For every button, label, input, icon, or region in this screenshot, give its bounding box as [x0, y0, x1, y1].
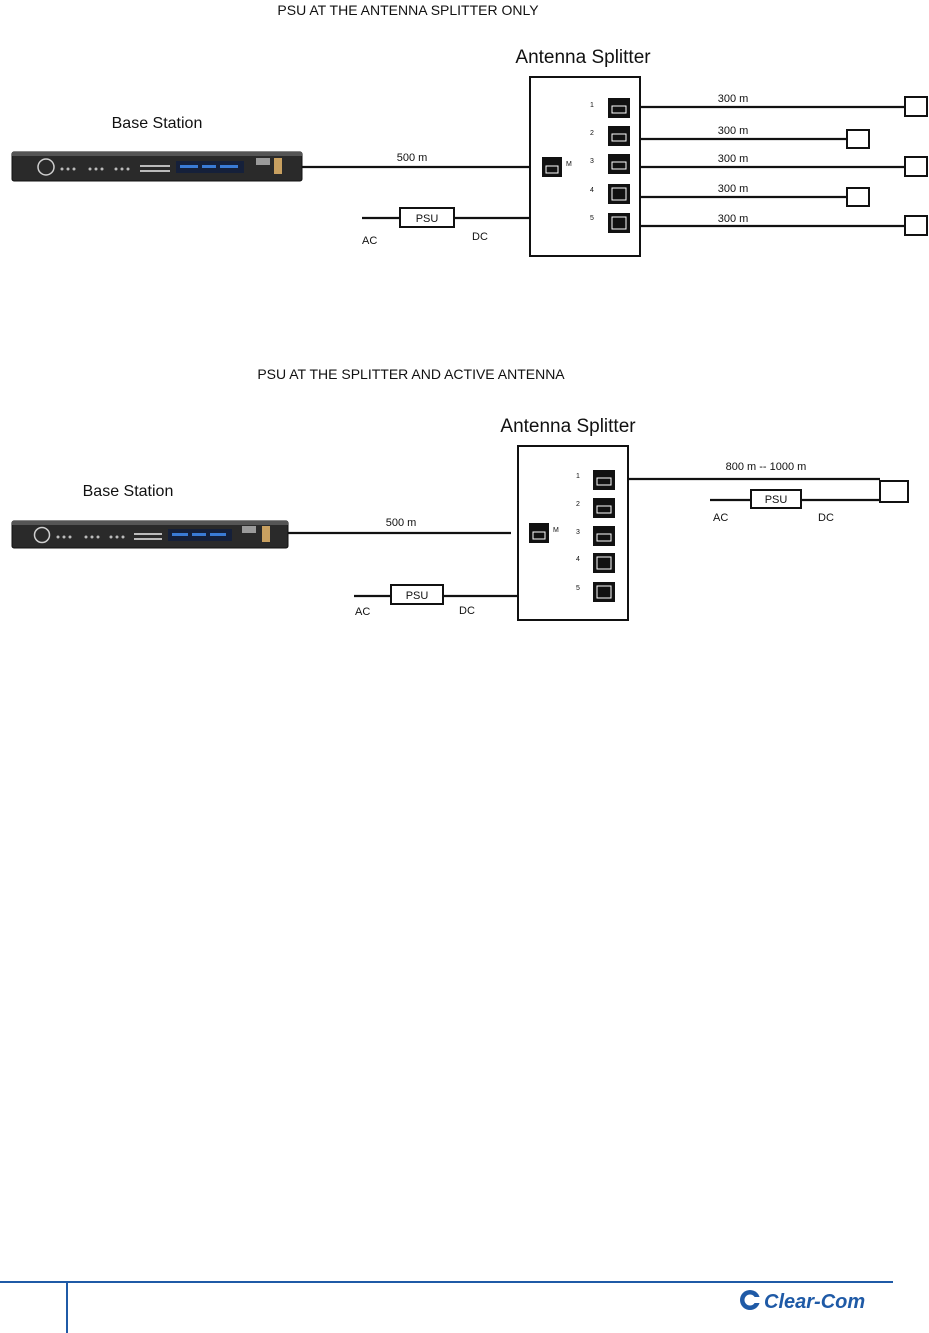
diagram2-psu-label: PSU: [406, 590, 429, 602]
clear-com-logo-icon: Clear-Com: [740, 1290, 865, 1313]
diagram2-master-port-icon: [529, 523, 549, 543]
diagram1-port-number: 2: [590, 130, 594, 137]
diagram1-branch-2: 300 m: [640, 125, 869, 148]
diagram2-port-jack-icon: [593, 498, 615, 518]
diagram1-antenna-icon: [905, 157, 927, 176]
diagram-psu-at-splitter-only: PSU AT THE ANTENNA SPLITTER ONLY Antenna…: [12, 2, 927, 256]
diagram1-port-number: 5: [590, 215, 594, 222]
diagram2-port-jack-icon: [593, 526, 615, 546]
diagram2-master-port-label: M: [553, 527, 559, 534]
diagram1-port-jack-icon: [608, 184, 630, 204]
diagram2-port-number: 5: [576, 585, 580, 592]
diagram1-branch-3: 300 m: [640, 153, 927, 176]
diagram1-branch-label: 300 m: [718, 183, 749, 195]
diagram2-port-number: 1: [576, 473, 580, 480]
diagram1-branch-5: 300 m: [640, 213, 927, 235]
diagram1-antenna-icon: [847, 130, 869, 148]
diagram1-port-number: 3: [590, 158, 594, 165]
diagram1-branch-1: 300 m: [640, 93, 927, 116]
diagram1-branch-4: 300 m: [640, 183, 869, 206]
diagram1-branch-label: 300 m: [718, 213, 749, 225]
diagram1-antenna-icon: [847, 188, 869, 206]
diagram2-antenna-dc-label: DC: [818, 512, 834, 524]
diagram1-ac-label: AC: [362, 235, 377, 247]
diagram1-branch-label: 300 m: [718, 153, 749, 165]
diagram1-port-number: 1: [590, 102, 594, 109]
diagram1-base-link-label: 500 m: [397, 152, 428, 164]
diagram2-port-number: 4: [576, 556, 580, 563]
page-footer: Clear-Com: [0, 1282, 893, 1333]
diagram2-base-station-label: Base Station: [83, 483, 174, 500]
diagram2-port-number: 3: [576, 529, 580, 536]
diagram2-dc-label: DC: [459, 605, 475, 617]
diagram1-master-port-label: M: [566, 161, 572, 168]
diagram-psu-at-splitter-and-active-antenna: PSU AT THE SPLITTER AND ACTIVE ANTENNA A…: [12, 366, 908, 620]
diagram1-base-station-logo-icon: [256, 158, 270, 165]
diagram2-antenna-psu-label: PSU: [765, 494, 788, 506]
diagram2-base-link-label: 500 m: [386, 517, 417, 529]
diagram1-port-jack-icon: [608, 98, 630, 118]
diagram2-port-number: 2: [576, 501, 580, 508]
diagram1-branch-label: 300 m: [718, 125, 749, 137]
diagram1-master-port-icon: [542, 157, 562, 177]
diagram2-port-jack-icon: [593, 470, 615, 490]
diagram2-active-antenna-icon: [880, 481, 908, 502]
diagram1-base-station-label: Base Station: [112, 115, 203, 132]
diagram1-antenna-icon: [905, 97, 927, 116]
diagram1-splitter-label: Antenna Splitter: [515, 47, 651, 68]
diagram1-branch-label: 300 m: [718, 93, 749, 105]
diagram2-base-station-logo-icon: [242, 526, 256, 533]
diagram2-port-jack-icon: [593, 582, 615, 602]
diagram1-port-number: 4: [590, 187, 594, 194]
diagram1-dc-label: DC: [472, 231, 488, 243]
diagram2-base-station-device: [12, 521, 288, 548]
diagram2-splitter-label: Antenna Splitter: [500, 416, 636, 437]
diagram2-port-jack-icon: [593, 553, 615, 573]
diagram1-antenna-icon: [905, 216, 927, 235]
diagram2-title: PSU AT THE SPLITTER AND ACTIVE ANTENNA: [257, 366, 565, 382]
diagram2-antenna-link-label: 800 m -- 1000 m: [726, 461, 807, 473]
diagram1-port-jack-icon: [608, 213, 630, 233]
diagram2-antenna-ac-label: AC: [713, 512, 728, 524]
clear-com-logo-text: Clear-Com: [764, 1291, 865, 1313]
diagram1-title: PSU AT THE ANTENNA SPLITTER ONLY: [277, 2, 539, 18]
diagram1-base-station-device: [12, 152, 302, 181]
diagram1-port-jack-icon: [608, 126, 630, 146]
diagram1-psu-label: PSU: [416, 213, 439, 225]
diagram2-ac-label: AC: [355, 606, 370, 618]
diagram1-port-jack-icon: [608, 154, 630, 174]
